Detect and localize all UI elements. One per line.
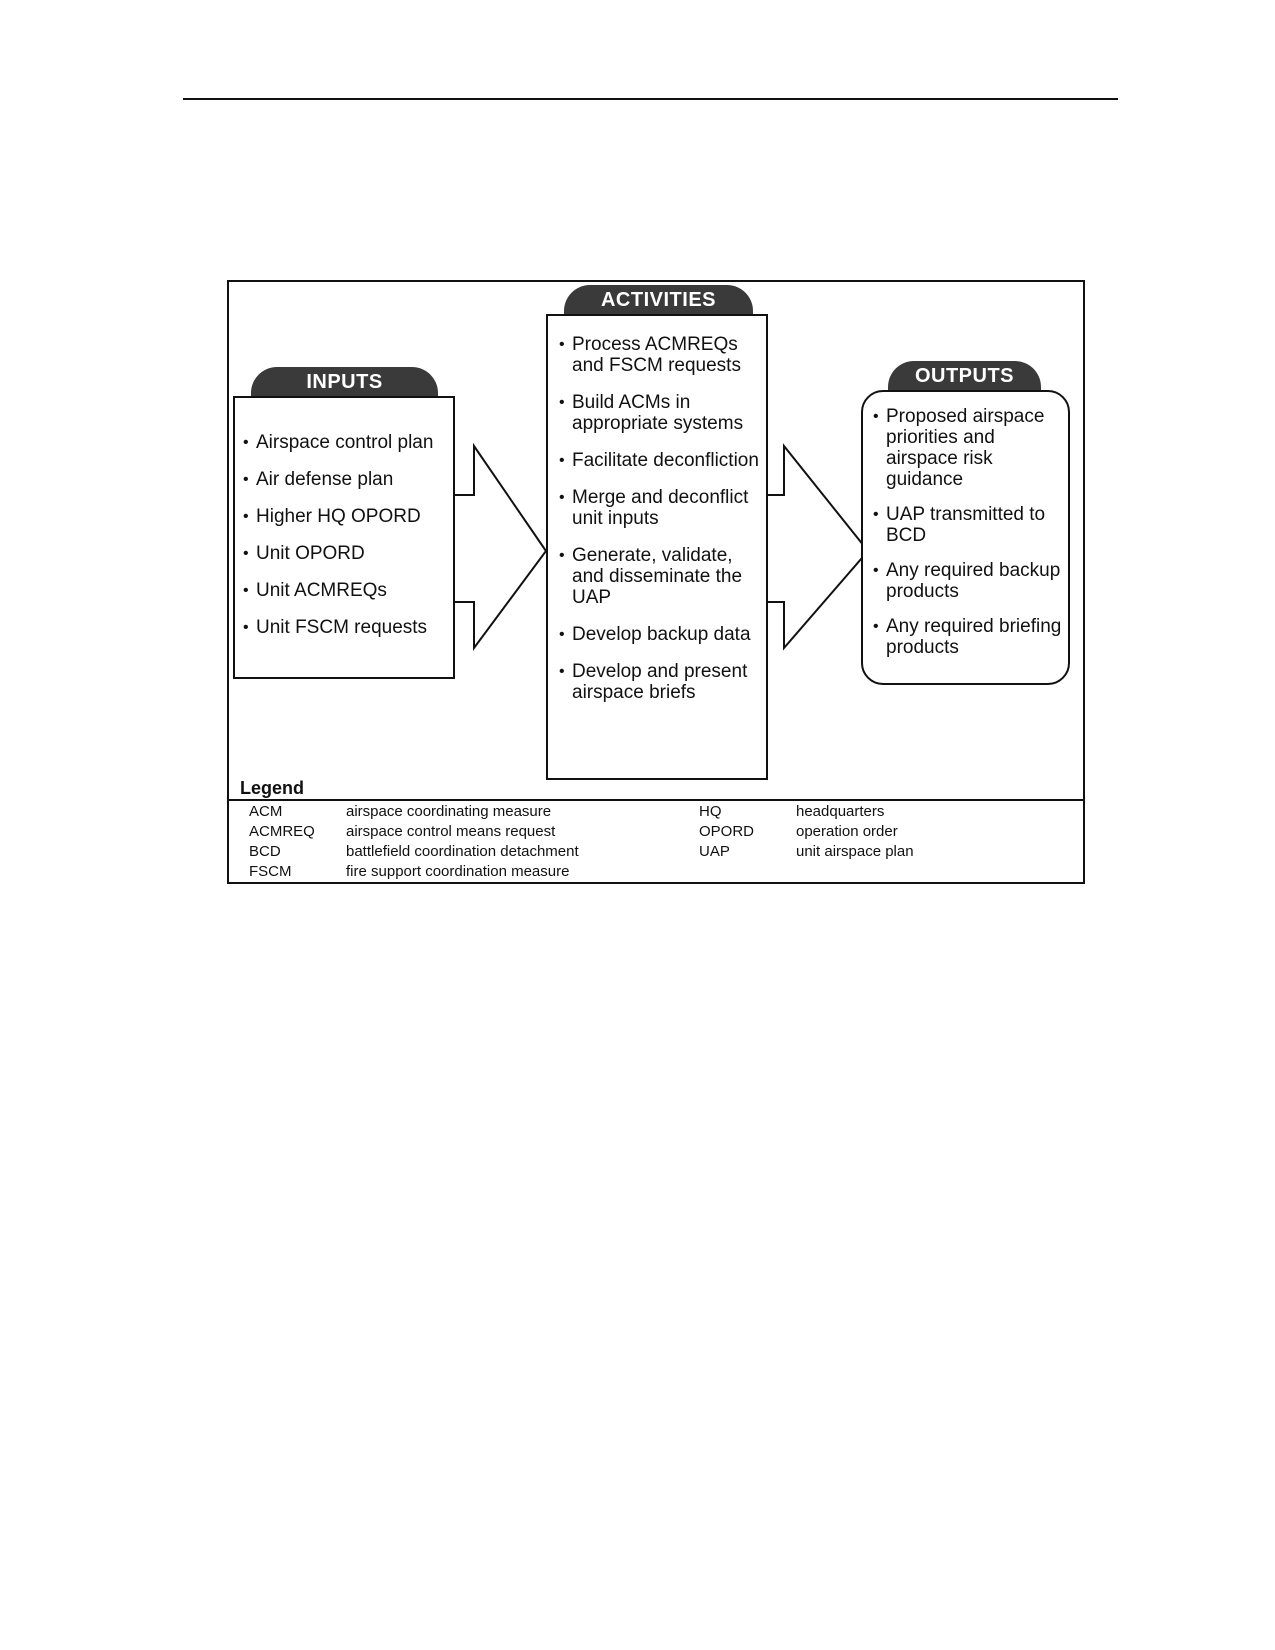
list-item: Unit FSCM requests [241,617,453,638]
list-item: Any required backup products [871,560,1066,602]
legend-abbr: OPORD [699,823,755,840]
list-item: Any required briefing products [871,616,1066,658]
legend-abbr: BCD [249,843,281,860]
list-item: Develop backup data [557,624,762,645]
list-item: Unit ACMREQs [241,580,453,601]
legend-abbr: FSCM [249,863,292,880]
activities-header: ACTIVITIES [564,285,753,315]
list-item: UAP transmitted to BCD [871,504,1066,546]
inputs-list: Airspace control plan Air defense plan H… [241,432,453,638]
arrow-inputs-to-activities [439,442,548,652]
activities-box: Process ACMREQs and FSCM requests Build … [546,314,768,780]
legend-abbr: ACM [249,803,283,820]
legend-definition: airspace control means request [346,823,556,840]
legend-definition: headquarters [796,803,885,820]
inputs-box: Airspace control plan Air defense plan H… [233,396,455,679]
legend-definition: unit airspace plan [796,843,914,860]
page-header-rule [183,98,1118,100]
list-item: Airspace control plan [241,432,453,453]
legend-definition: operation order [796,823,898,840]
inputs-header: INPUTS [251,367,438,397]
list-item: Air defense plan [241,469,453,490]
legend-title: Legend [240,778,305,798]
legend-definition: fire support coordination measure [346,863,570,880]
list-item: Higher HQ OPORD [241,506,453,527]
list-item: Generate, validate, and disseminate the … [557,545,762,608]
list-item: Proposed airspace priorities and airspac… [871,406,1066,490]
legend-divider [228,799,1084,801]
list-item: Build ACMs in appropriate systems [557,392,762,434]
legend-abbr: UAP [699,843,730,860]
outputs-box: Proposed airspace priorities and airspac… [861,390,1070,685]
list-item: Develop and present airspace briefs [557,661,762,703]
activities-list: Process ACMREQs and FSCM requests Build … [557,334,762,703]
figure-frame [227,280,1085,884]
legend-abbr: ACMREQ [249,823,315,840]
outputs-list: Proposed airspace priorities and airspac… [871,406,1066,658]
outputs-header: OUTPUTS [888,361,1041,391]
arrow-activities-to-outputs [759,443,870,651]
legend-abbr: HQ [699,803,722,820]
legend-definition: airspace coordinating measure [346,803,552,820]
list-item: Process ACMREQs and FSCM requests [557,334,762,376]
legend-definition: battlefield coordination detachment [346,843,579,860]
list-item: Unit OPORD [241,543,453,564]
list-item: Facilitate deconfliction [557,450,762,471]
list-item: Merge and deconflict unit inputs [557,487,762,529]
